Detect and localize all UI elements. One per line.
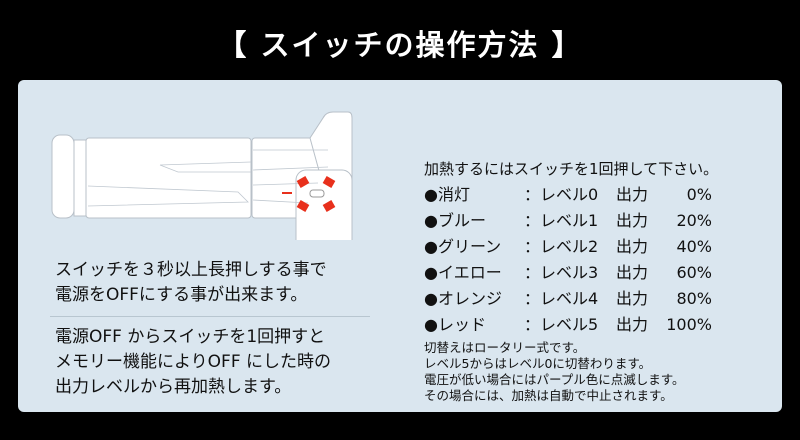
level-out: 出力 xyxy=(616,185,649,204)
level-name: ●オレンジ xyxy=(424,289,502,308)
level-pct: 0% xyxy=(686,185,712,204)
level-row: ●消灯 ：レベル0 出力 0% xyxy=(424,182,712,208)
level-row: ●グリーン ：レベル2 出力 40% xyxy=(424,234,712,260)
memory-instructions: 電源OFF からスイッチを1回押すと メモリー機能によりOFF にした時の 出力… xyxy=(55,325,331,400)
level-out: 出力 xyxy=(616,263,649,282)
level-out: 出力 xyxy=(616,211,649,230)
level-name: ●グリーン xyxy=(424,237,502,256)
instruction-panel xyxy=(18,80,782,412)
level-level: ：レベル1 xyxy=(524,211,599,230)
switch-flash-icon xyxy=(282,176,336,212)
level-out: 出力 xyxy=(616,237,649,256)
divider xyxy=(50,316,370,317)
note-line: 電圧が低い場合にはパープル色に点滅します。 xyxy=(424,372,685,387)
page-title: 【 スイッチの操作方法 】 xyxy=(217,28,583,62)
note-line: その場合には、加熱は自動で中止されます。 xyxy=(424,388,673,403)
level-row: ●ブルー ：レベル1 出力 20% xyxy=(424,208,712,234)
level-name: ●レッド xyxy=(424,315,486,334)
level-list: ●消灯 ：レベル0 出力 0% ●ブルー ：レベル1 出力 20% ●グリーン ：レベル2 出力 40… xyxy=(424,182,712,338)
power-off-instructions: スイッチを３秒以上長押しする事で 電源をOFFにする事が出来ます。 xyxy=(55,258,327,308)
level-name: ●消灯 xyxy=(424,185,470,204)
text-line: スイッチを３秒以上長押しする事で xyxy=(55,260,327,280)
level-level: ：レベル0 xyxy=(524,185,599,204)
level-level: ：レベル4 xyxy=(524,289,599,308)
level-name: ●イエロー xyxy=(424,263,502,282)
level-pct: 40% xyxy=(676,237,712,256)
level-level: ：レベル2 xyxy=(524,237,599,256)
text-line: 出力レベルから再加熱します。 xyxy=(55,377,292,397)
text-line: 電源OFF からスイッチを1回押すと xyxy=(55,327,326,347)
level-pct: 80% xyxy=(676,289,712,308)
text-line: メモリー機能によりOFF にした時の xyxy=(55,352,332,372)
level-out: 出力 xyxy=(616,289,649,308)
level-out: 出力 xyxy=(616,315,649,334)
grip-illustration xyxy=(51,111,353,240)
notes: 切替えはロータリー式です。 レベル5からはレベル0に切替わります。 電圧が低い場… xyxy=(424,340,685,404)
level-level: ：レベル3 xyxy=(524,263,599,282)
heating-intro: 加熱するにはスイッチを1回押して下さい。 xyxy=(424,160,719,178)
level-row: ●イエロー ：レベル3 出力 60% xyxy=(424,260,712,286)
level-pct: 100% xyxy=(666,315,712,334)
note-line: レベル5からはレベル0に切替わります。 xyxy=(424,356,652,371)
level-row: ●レッド ：レベル5 出力 100% xyxy=(424,312,712,338)
level-pct: 60% xyxy=(676,263,712,282)
text-line: 電源をOFFにする事が出来ます。 xyxy=(55,285,308,305)
level-row: ●オレンジ ：レベル4 出力 80% xyxy=(424,286,712,312)
level-name: ●ブルー xyxy=(424,211,486,230)
level-level: ：レベル5 xyxy=(524,315,599,334)
level-pct: 20% xyxy=(676,211,712,230)
note-line: 切替えはロータリー式です。 xyxy=(424,340,586,355)
